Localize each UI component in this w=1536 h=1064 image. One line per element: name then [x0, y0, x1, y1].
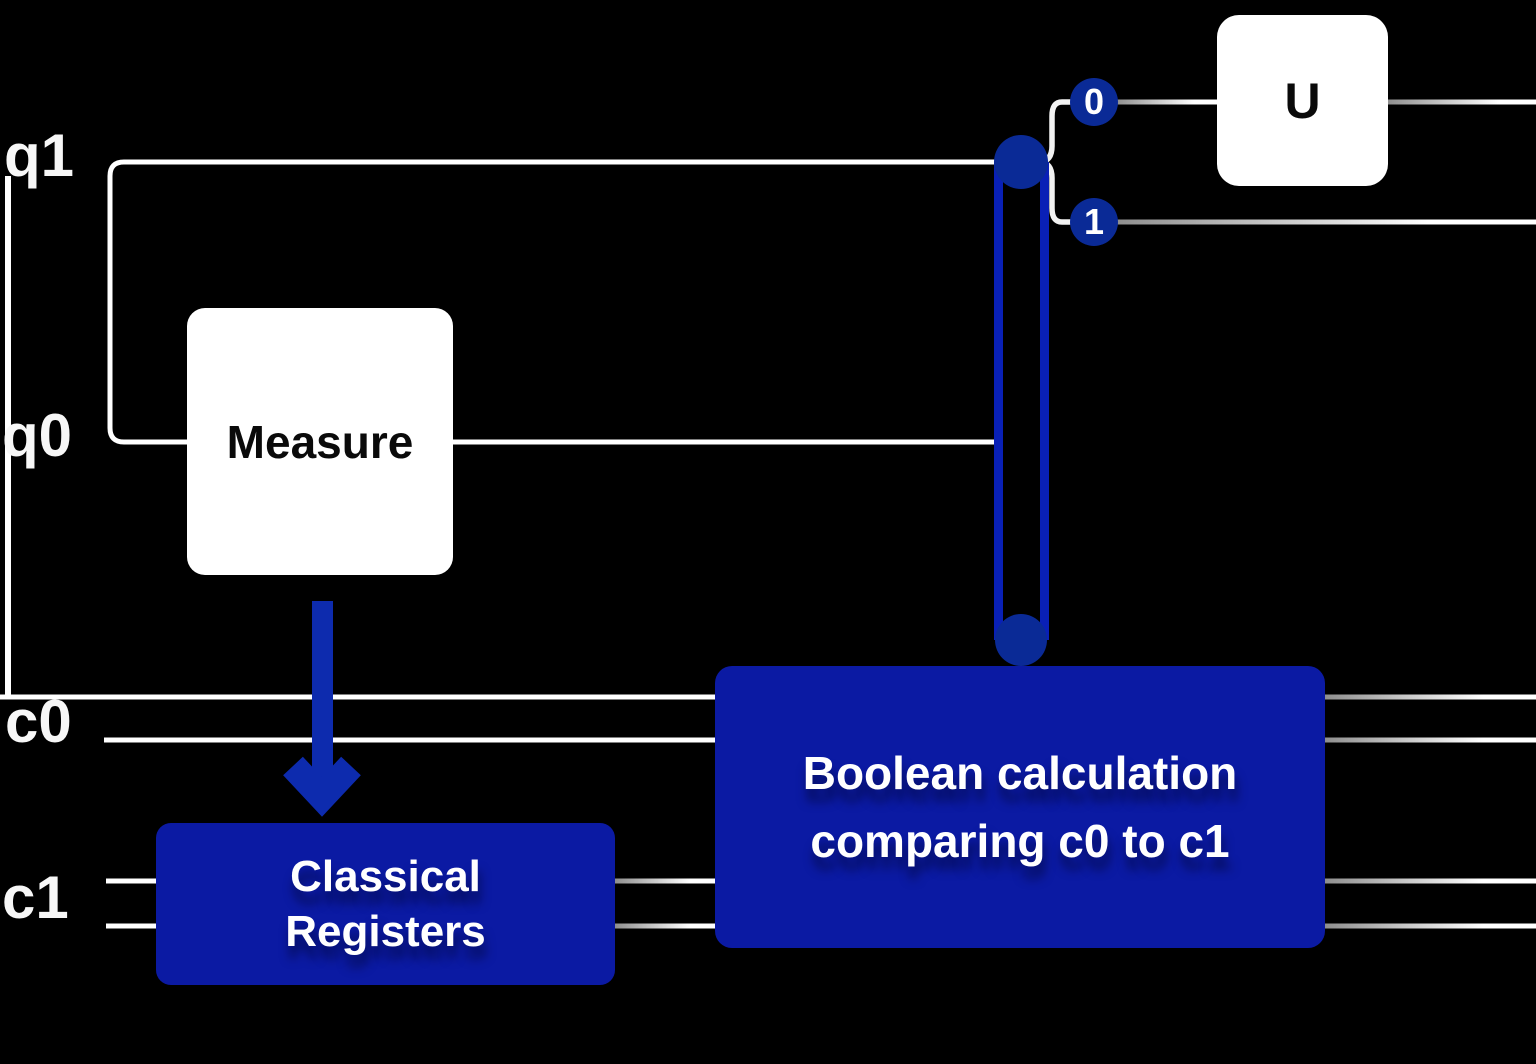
boolean-box-line1: Boolean calculation — [802, 747, 1238, 799]
boolean-calculation-box: Boolean calculation comparing c0 to c1 — [715, 666, 1325, 948]
classical-registers-box: Classical Registers — [156, 823, 615, 985]
wire-label-q1: q1 — [4, 122, 75, 189]
q1-control-node — [994, 135, 1048, 189]
connector-line-right — [1040, 162, 1049, 640]
wire-label-c0: c0 — [5, 688, 72, 755]
measure-gate-label: Measure — [226, 415, 414, 468]
q1-q0-bracket — [107, 159, 134, 445]
classical-registers-line2: Registers — [285, 907, 486, 956]
measure-gate: Measure — [187, 308, 453, 575]
boolean-box-line2: comparing c0 to c1 — [810, 815, 1230, 867]
c0-wire-bottom-right — [1325, 737, 1536, 743]
branch-badge-1: 1 — [1070, 198, 1118, 246]
u-gate: U — [1217, 15, 1388, 186]
c1-wire-top-mid — [615, 878, 715, 884]
c1-wire-top-stub — [106, 878, 158, 884]
classical-registers-line1: Classical — [290, 852, 481, 901]
c1-wire-bottom-stub — [106, 923, 158, 929]
connector-line-left — [994, 162, 1003, 640]
wire-label-q0: q0 — [2, 402, 73, 469]
c1-wire-bottom-right — [1325, 923, 1536, 929]
q1-wire — [128, 159, 1004, 165]
c0-wire-top-right — [1325, 694, 1536, 700]
measure-arrow-shaft — [312, 601, 333, 782]
c1-wire-bottom-mid — [615, 923, 715, 929]
measure-arrow-head — [283, 756, 361, 817]
branch-1-wire — [1116, 219, 1536, 225]
branch-0-wire — [1116, 99, 1220, 105]
branch-badge-0: 0 — [1070, 78, 1118, 126]
c1-wire-top-right — [1325, 878, 1536, 884]
c0-wire-bottom-left — [104, 737, 715, 743]
left-rail-line — [5, 176, 11, 699]
u-output-wire — [1388, 99, 1536, 105]
connector-end-node — [995, 614, 1047, 666]
q0-wire — [128, 439, 996, 445]
c0-wire-top-left — [0, 694, 715, 700]
u-gate-label: U — [1284, 72, 1321, 129]
wire-label-c1: c1 — [2, 864, 69, 931]
